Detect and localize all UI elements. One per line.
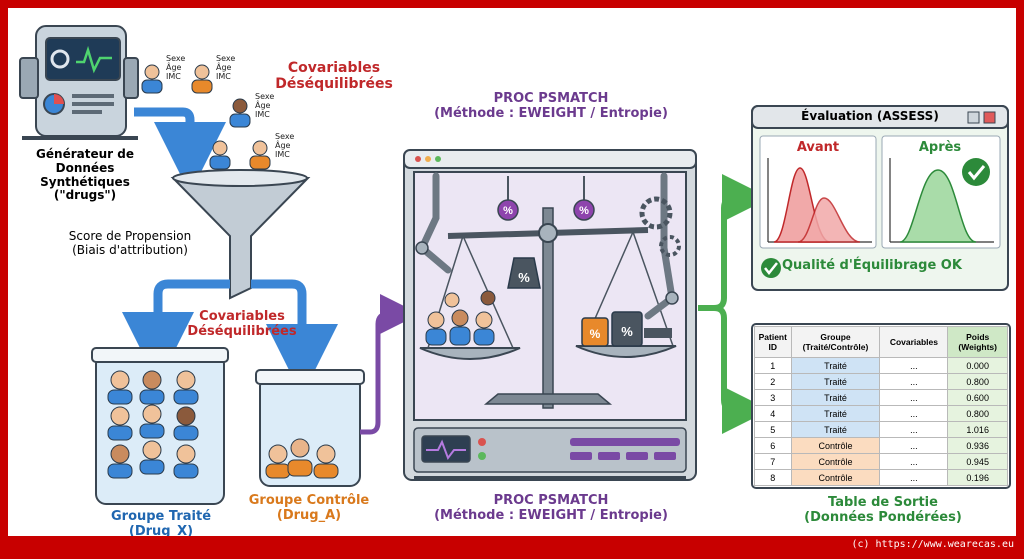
proc-top-line1: PROC PSMATCH xyxy=(493,91,609,106)
arrow-funnel-to-traite xyxy=(122,279,230,384)
generator-label-line4: ("drugs") xyxy=(53,188,117,203)
diagram-canvas: { "generator": {"line1": "Générateur de"… xyxy=(8,8,1016,536)
proc-bottom-label: PROC PSMATCH (Méthode : EWEIGHT / Entrop… xyxy=(408,493,694,524)
generator-label-line2: Données xyxy=(55,160,115,175)
arrow-psmatch-to-table xyxy=(713,305,770,434)
arrow-psmatch-to-outputs xyxy=(698,174,770,311)
arrow-funnel-to-controle xyxy=(251,279,338,396)
cell-poids: 0.800 xyxy=(947,405,1008,422)
generator-machine xyxy=(19,25,139,140)
control-group-label: Groupe Contrôle (Drug_A) xyxy=(234,493,384,524)
score-line1: Score de Propension xyxy=(68,229,192,243)
proc-top-label: PROC PSMATCH (Méthode : EWEIGHT / Entrop… xyxy=(408,91,694,122)
cell-groupe: Traité xyxy=(790,405,881,422)
cell-poids: 0.196 xyxy=(947,469,1008,486)
cell-patient-id: 4 xyxy=(754,405,792,422)
table-caption: Table de Sortie (Données Pondérées) xyxy=(768,495,998,526)
control-group-jar xyxy=(255,369,365,487)
covariables-mid-label: Covariables Déséquilibrées xyxy=(176,309,308,340)
cell-poids: 0.800 xyxy=(947,373,1008,390)
propensity-funnel xyxy=(170,169,311,300)
cell-groupe: Contrôle xyxy=(790,469,881,486)
cell-patient-id: 3 xyxy=(754,389,792,406)
arrow-generator-to-funnel xyxy=(134,107,226,194)
cell-patient-id: 2 xyxy=(754,373,792,390)
cell-groupe: Traité xyxy=(790,373,881,390)
cell-covariables: ... xyxy=(879,405,949,422)
treated-group-jar xyxy=(91,347,229,505)
proc-bottom-line2: (Méthode : EWEIGHT / Entropie) xyxy=(434,507,668,523)
cell-covariables: ... xyxy=(879,357,949,374)
score-label: Score de Propension (Biais d'attribution… xyxy=(50,229,210,258)
cell-patient-id: 1 xyxy=(754,357,792,374)
table-caption-line1: Table de Sortie xyxy=(828,495,938,510)
cell-poids: 0.600 xyxy=(947,389,1008,406)
assess-apres: Après xyxy=(918,140,962,155)
control-group-line2: (Drug_A) xyxy=(276,507,342,523)
arrow-controle-to-psmatch xyxy=(360,294,420,435)
assess-window xyxy=(751,105,1009,291)
cell-covariables: ... xyxy=(879,421,949,438)
cell-poids: 0.945 xyxy=(947,453,1008,470)
cell-groupe: Contrôle xyxy=(790,437,881,454)
covariables-mid-line2: Déséquilibrées xyxy=(187,323,297,339)
cell-covariables: ... xyxy=(879,453,949,470)
proc-bottom-line1: PROC PSMATCH xyxy=(493,493,609,508)
cell-groupe: Contrôle xyxy=(790,453,881,470)
cell-covariables: ... xyxy=(879,469,949,486)
proc-top-line2: (Méthode : EWEIGHT / Entropie) xyxy=(434,105,668,121)
control-group-line1: Groupe Contrôle xyxy=(248,493,370,508)
treated-group-line2: (Drug_X) xyxy=(128,523,194,536)
cell-patient-id: 8 xyxy=(754,469,792,486)
footer-credit: (c) https://www.wearecas.eu xyxy=(851,539,1014,550)
treated-group-label: Groupe Traité (Drug_X) xyxy=(86,509,236,536)
covariables-top-line2: Déséquilibrées xyxy=(275,76,393,93)
score-line2: (Biais d'attribution) xyxy=(72,242,188,257)
col-poids: Poids(Weights) xyxy=(947,326,1008,358)
col-covariables: Covariables xyxy=(879,326,949,358)
col-groupe: Groupe(Traité/Contrôle) xyxy=(790,326,881,358)
treated-group-line1: Groupe Traité xyxy=(110,509,212,524)
cell-poids: 0.000 xyxy=(947,357,1008,374)
cell-covariables: ... xyxy=(879,373,949,390)
covariables-mid-line1: Covariables xyxy=(199,309,285,324)
generator-label: Générateur de Données Synthétiques ("dru… xyxy=(10,147,160,203)
cell-patient-id: 7 xyxy=(754,453,792,470)
generator-label-line1: Générateur de xyxy=(36,147,134,161)
cell-patient-id: 6 xyxy=(754,437,792,454)
cell-covariables: ... xyxy=(879,437,949,454)
cell-covariables: ... xyxy=(879,389,949,406)
cell-groupe: Traité xyxy=(790,389,881,406)
cell-patient-id: 5 xyxy=(754,421,792,438)
assess-title: Évaluation (ASSESS) xyxy=(801,109,939,123)
cell-poids: 0.936 xyxy=(947,437,1008,454)
psmatch-machine xyxy=(403,149,697,481)
assess-quality: Qualité d'Équilibrage OK xyxy=(782,258,962,273)
assess-avant: Avant xyxy=(796,140,840,155)
generator-label-line3: Synthétiques xyxy=(40,174,130,189)
covariables-top-label: Covariables Déséquilibrées xyxy=(268,60,400,92)
table-caption-line2: (Données Pondérées) xyxy=(804,509,962,525)
cell-poids: 1.016 xyxy=(947,421,1008,438)
cell-groupe: Traité xyxy=(790,421,881,438)
cell-groupe: Traité xyxy=(790,357,881,374)
covariables-top-line1: Covariables xyxy=(287,60,381,76)
